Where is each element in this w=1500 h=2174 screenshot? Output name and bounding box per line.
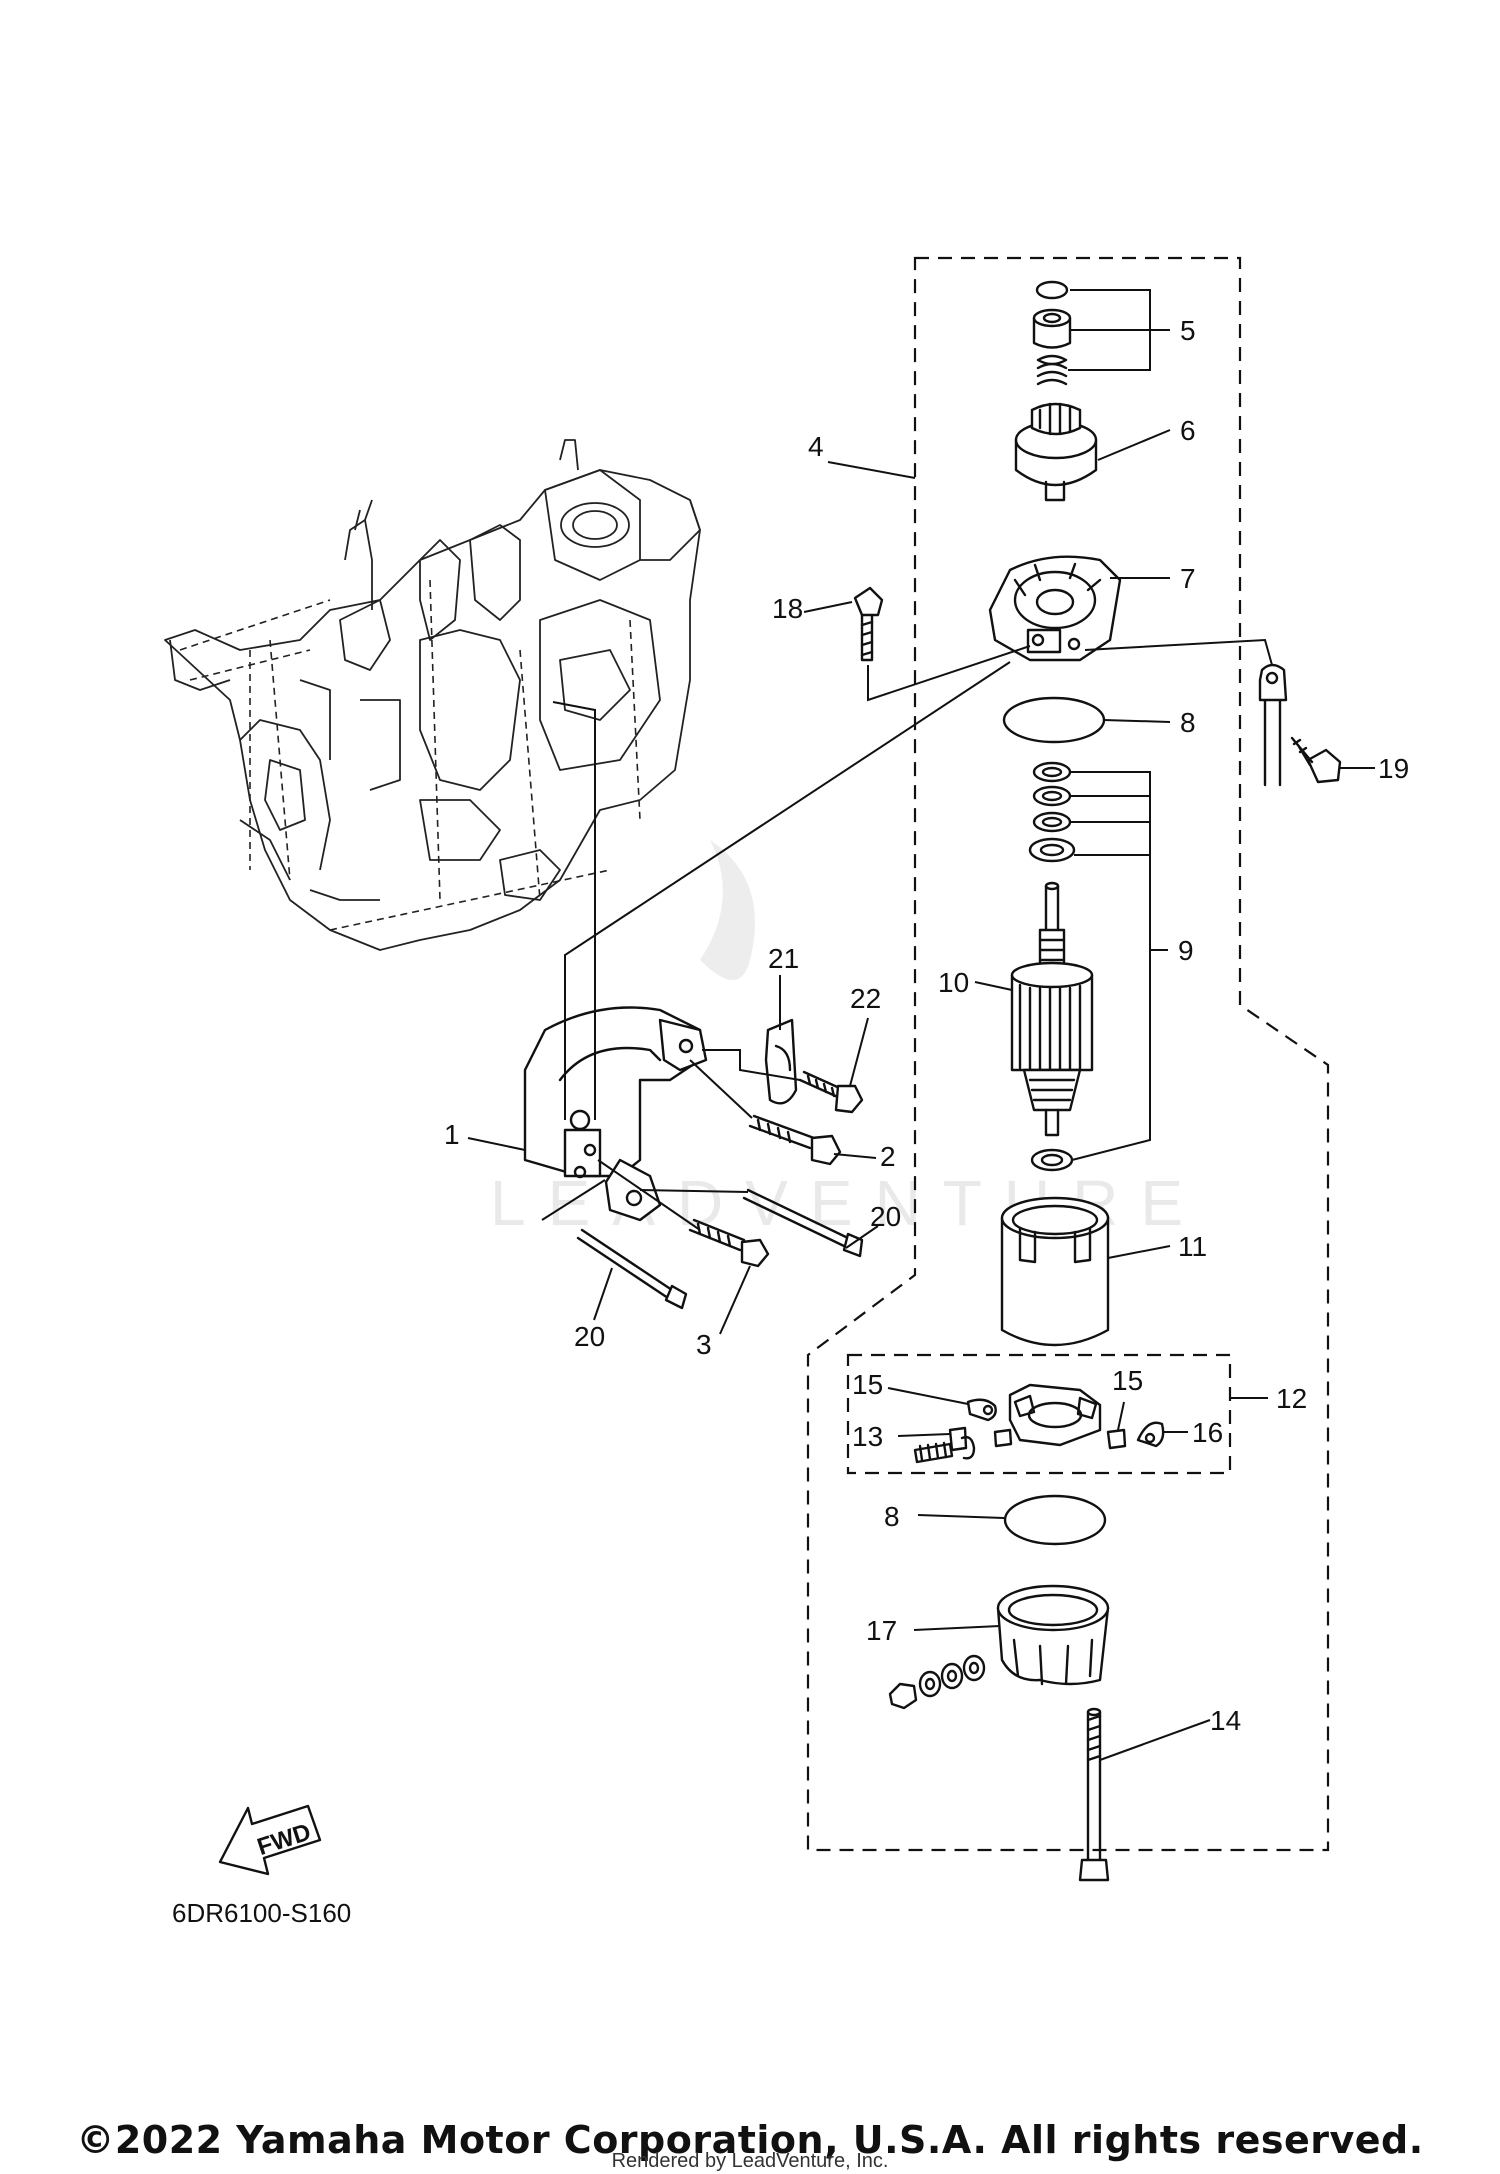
callout-19: 19: [1378, 753, 1409, 784]
part-3-bolt: [688, 1218, 770, 1268]
callout-10: 10: [938, 967, 969, 998]
callout-13: 13: [852, 1421, 883, 1452]
diagram-code: 6DR6100-S160: [172, 1898, 351, 1928]
callout-4: 4: [808, 431, 824, 462]
part-18-bolt: [853, 586, 884, 662]
callout-18: 18: [772, 593, 803, 624]
callout-5: 5: [1180, 315, 1196, 346]
fwd-arrow: FWD: [218, 1804, 322, 1876]
callout-7: 7: [1180, 563, 1196, 594]
part-5-pinion-stop-set: [1032, 280, 1072, 386]
part-17-through-bolt: [1078, 1707, 1110, 1882]
group-4-boundary: [806, 256, 1330, 1852]
part-10-armature: [1010, 881, 1094, 1137]
copyright-notice: ©2022 Yamaha Motor Corporation, U.S.A. A…: [76, 2118, 1424, 2162]
callout-6: 6: [1180, 415, 1196, 446]
part-19-cable-and-bolt: [1258, 663, 1342, 787]
assembly-lines: [541, 638, 1273, 1231]
callout-2: 2: [880, 1141, 896, 1172]
callout-17: 14: [1210, 1705, 1241, 1736]
callout-12: 12: [1276, 1383, 1307, 1414]
callout-8-upper: 8: [1180, 707, 1196, 738]
part-21-cable-clamp: [764, 1018, 798, 1105]
callout-15-left: 15: [852, 1369, 883, 1400]
callout-leaders: [467, 289, 1375, 1761]
callout-15-right: 16: [1192, 1417, 1223, 1448]
group-12-boundary: [846, 1353, 1232, 1475]
callout-1: 1: [444, 1119, 460, 1150]
engine-block: [164, 439, 701, 951]
part-7-upper-bracket: [988, 555, 1122, 662]
callout-11: 11: [1178, 1231, 1207, 1262]
part-8-o-ring-lower: [1003, 1494, 1107, 1546]
part-6-drive-pinion: [1014, 402, 1098, 502]
callout-20-left: 20: [574, 1321, 605, 1352]
callout-14: 15: [1112, 1365, 1143, 1396]
callout-8-lower: 8: [884, 1501, 900, 1532]
part-12-brush-holder-set: [913, 1383, 1165, 1464]
rendered-by-notice: Rendered by LeadVenture, Inc.: [611, 2150, 889, 2172]
part-2-bolt: [748, 1114, 842, 1166]
part-20-cable-tie-left: [576, 1228, 688, 1310]
callout-3: 3: [696, 1329, 712, 1360]
part-11-yoke: [1000, 1196, 1110, 1347]
part-22-bolt: [798, 1070, 864, 1114]
part-16-end-cover: [888, 1584, 1110, 1710]
callout-21: 21: [768, 943, 799, 974]
callout-16: 17: [866, 1615, 897, 1646]
callout-20-right: 20: [870, 1201, 901, 1232]
callout-labels: 5 6 7 4 18 8 19 9 10 21 22 1 2 20 11 20 …: [444, 315, 1409, 1736]
callout-22: 22: [850, 983, 881, 1014]
part-8-o-ring-upper: [1002, 696, 1106, 744]
callout-9: 9: [1178, 935, 1194, 966]
